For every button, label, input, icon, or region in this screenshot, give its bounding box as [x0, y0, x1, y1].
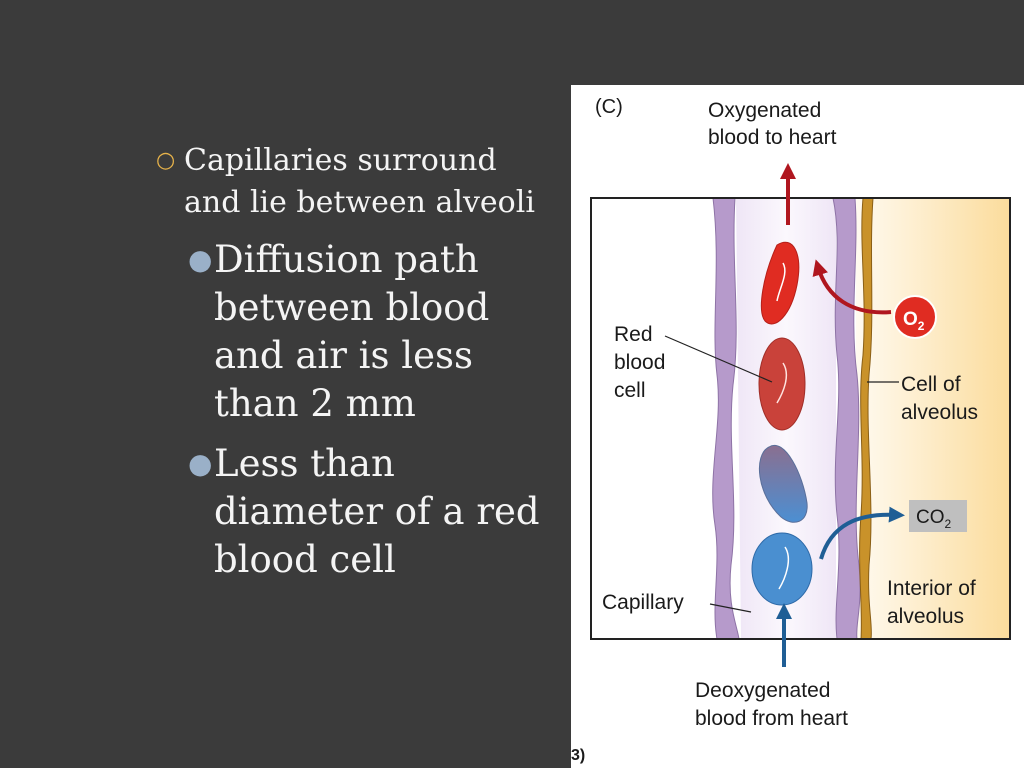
oxygenated-label-line2: blood to heart	[708, 126, 837, 149]
oxygen-badge: O2	[893, 295, 937, 339]
red-blood-cell-oxygenated	[760, 241, 800, 325]
capillary-leader-line	[709, 603, 752, 613]
deoxygenated-label-line2: blood from heart	[695, 707, 848, 730]
co2-box: CO2	[909, 500, 967, 532]
bullet-text-diffusion-path: Diffusion path between blood and air is …	[214, 238, 490, 425]
red-blood-cell	[758, 337, 806, 431]
capillary-diagram-svg: O2 CO2 (C) Oxygenated blood to heart Red…	[571, 96, 1011, 764]
capillary-label: Capillary	[602, 591, 684, 614]
bullet-level2: ● Diffusion path between blood and air i…	[150, 236, 550, 428]
interior-label-line1: Interior of	[887, 577, 976, 600]
co2-symbol: CO2	[916, 507, 952, 531]
rbc-label-line3: cell	[614, 379, 646, 402]
interior-label-line2: alveolus	[887, 605, 964, 628]
bullet-level2: ● Less than diameter of a red blood cell	[150, 440, 550, 584]
red-blood-cell-deoxygenated	[751, 532, 813, 606]
rbc-label-line1: Red	[614, 323, 653, 346]
oxygen-diffusion-arrow	[812, 259, 892, 315]
bullet-text-capillaries: Capillaries surround and lie between alv…	[184, 143, 535, 220]
bullet-text-less-than-diameter: Less than diameter of a red blood cell	[214, 442, 540, 581]
oxygenated-label-line1: Oxygenated	[708, 99, 821, 122]
oxygen-symbol: O2	[903, 309, 925, 333]
rbc-leader-line	[664, 335, 773, 383]
dot-bullet-icon: ●	[188, 243, 213, 276]
co2-diffusion-arrow	[819, 506, 905, 560]
circle-bullet-icon: ○	[156, 148, 176, 173]
red-blood-cell-transitional	[758, 444, 808, 523]
alveolus-cell-label-line2: alveolus	[901, 401, 978, 424]
panel-label: (C)	[595, 96, 623, 118]
bullet-level1: ○ Capillaries surround and lie between a…	[150, 140, 550, 224]
bullet-list: ○ Capillaries surround and lie between a…	[150, 140, 550, 584]
capillary-diagram: O2 CO2 (C) Oxygenated blood to heart Red…	[571, 85, 1024, 768]
figure-footer: 3)	[571, 747, 585, 764]
alveolus-interior	[856, 198, 1010, 639]
dot-bullet-icon: ●	[188, 447, 213, 480]
diagram-frame	[590, 197, 1011, 640]
deoxygenated-label-line1: Deoxygenated	[695, 679, 830, 702]
rbc-label-line2: blood	[614, 351, 665, 374]
alveolus-cell-label-line1: Cell of	[901, 373, 961, 396]
